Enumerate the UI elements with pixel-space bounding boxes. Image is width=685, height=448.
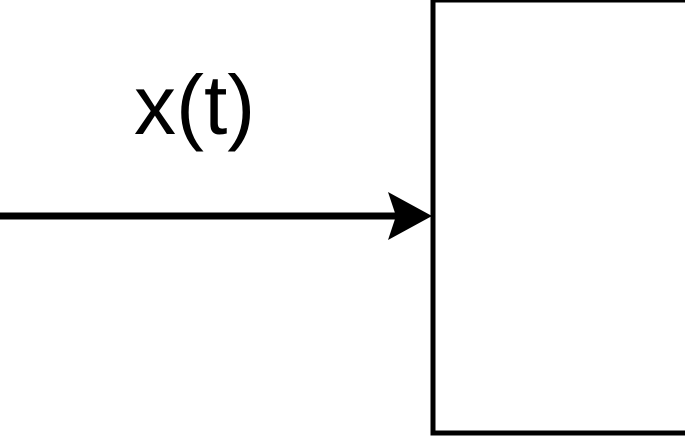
input-signal-label: x(t) <box>134 58 255 152</box>
input-arrowhead <box>388 192 432 240</box>
system-block <box>430 0 685 436</box>
